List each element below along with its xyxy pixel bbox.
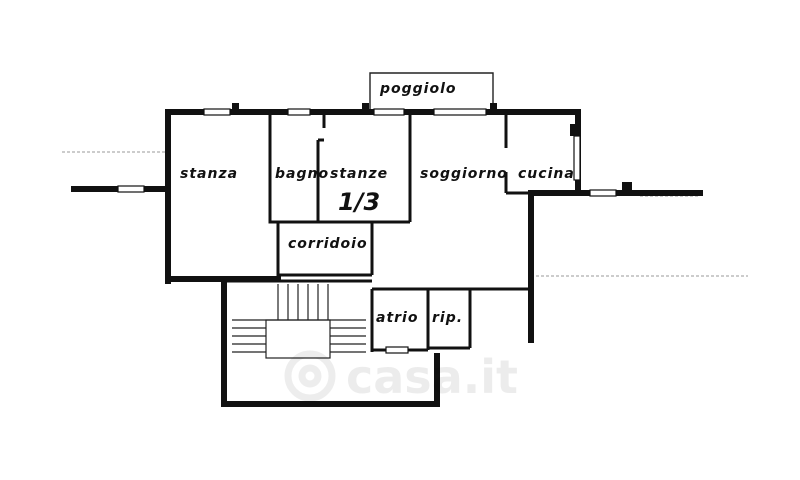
- corridor-label: corridoio: [288, 236, 368, 252]
- right-window-icon: [589, 189, 617, 197]
- exterior-wall-stubs: [71, 182, 703, 197]
- living-room-label: soggiorno: [420, 166, 508, 182]
- bedrooms-fraction-label: 1/3: [338, 188, 380, 216]
- storage-label: rip.: [432, 310, 463, 326]
- staircase-icon: [232, 284, 366, 359]
- context-lines: [62, 151, 748, 277]
- bedroom-label: stanza: [180, 166, 238, 182]
- atrium-label: atrio: [376, 310, 418, 326]
- left-window-icon: [117, 185, 145, 193]
- casa-it-logo-icon: [284, 350, 336, 402]
- balcony-label: poggiolo: [379, 81, 457, 97]
- kitchen-label: cucina: [518, 166, 575, 182]
- watermark: casa.it: [284, 350, 518, 404]
- top-windows: [203, 103, 581, 181]
- balcony-outline: [369, 72, 494, 112]
- watermark-text: casa.it: [346, 350, 518, 404]
- bedrooms-label: stanze: [330, 166, 388, 182]
- interior-walls: [268, 114, 531, 354]
- bathroom-label: bagno: [275, 166, 329, 182]
- entrance-door-icon: [385, 346, 409, 354]
